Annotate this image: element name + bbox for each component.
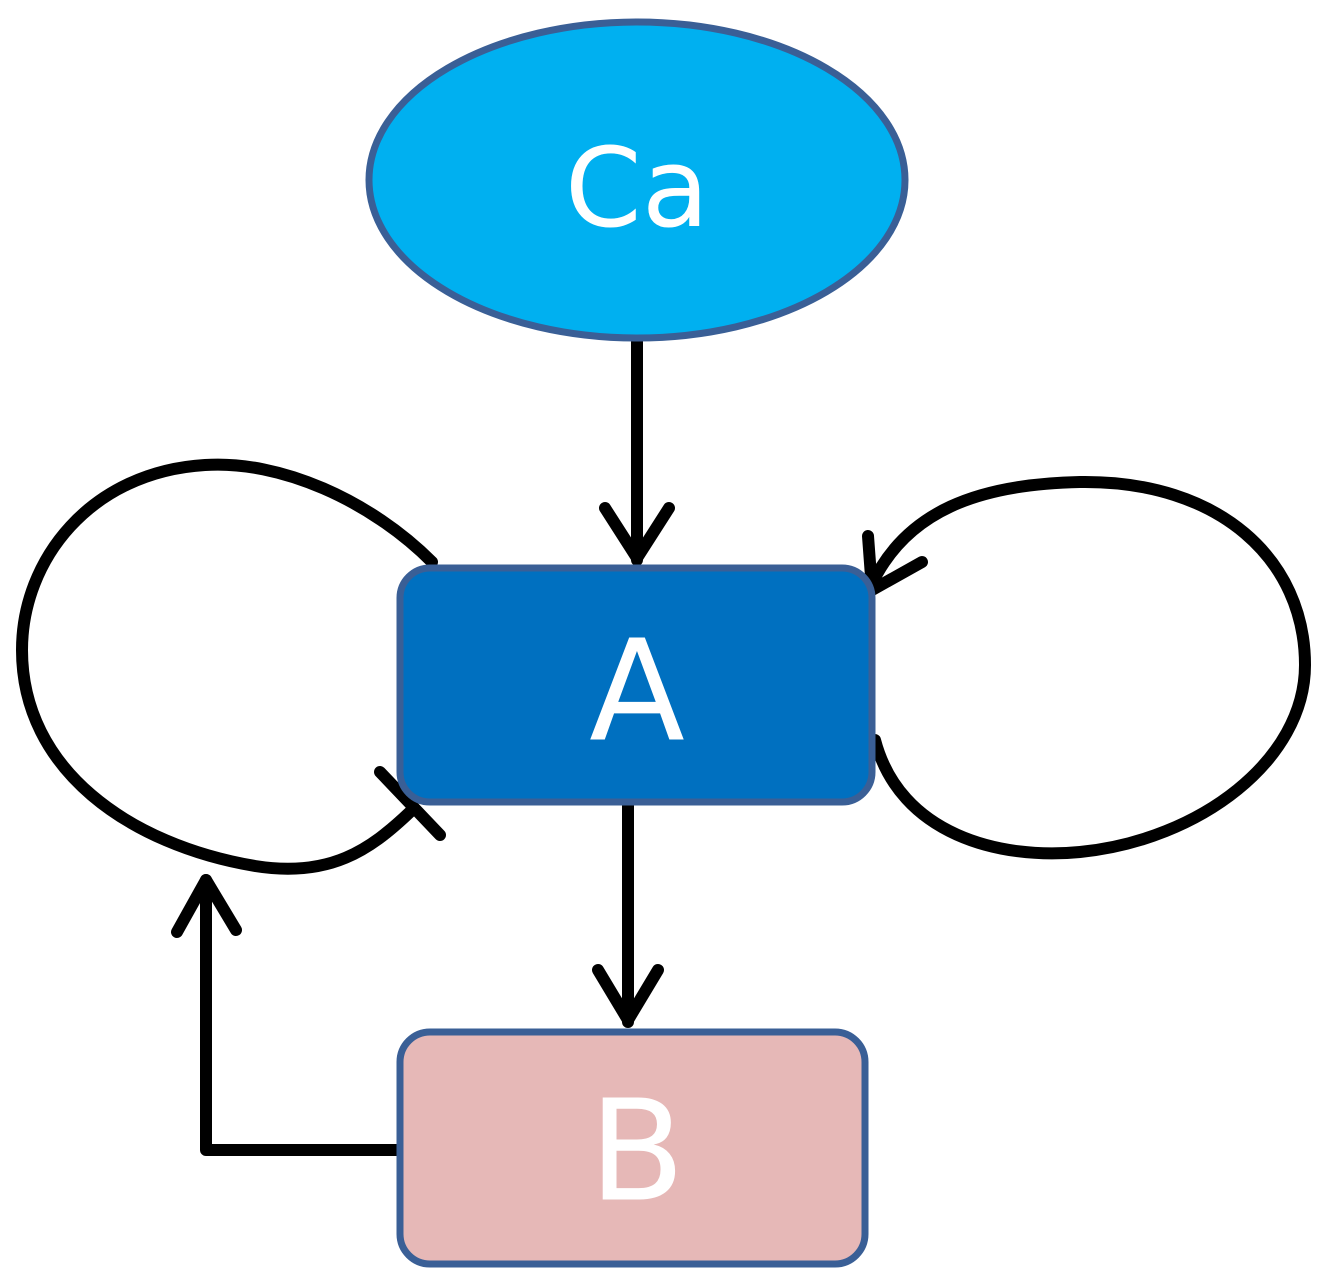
edge-b-to-left-loop [171,874,406,1156]
edge-a-self-activation [862,475,1311,860]
edge-ca-to-a [599,336,675,566]
node-a: A [396,564,876,806]
node-b-shape [396,1028,869,1268]
edge-a-to-b [592,799,664,1028]
edge-a-self-inhibition [16,458,446,875]
inhibition-bar [374,766,446,841]
node-b: B [396,1028,869,1268]
node-a-shape [396,564,876,806]
node-ca-shape [365,18,909,342]
node-a-label: A [589,611,685,774]
node-ca: Ca [365,18,909,342]
node-b-label: B [589,1071,685,1234]
node-ca-label: Ca [565,124,709,252]
